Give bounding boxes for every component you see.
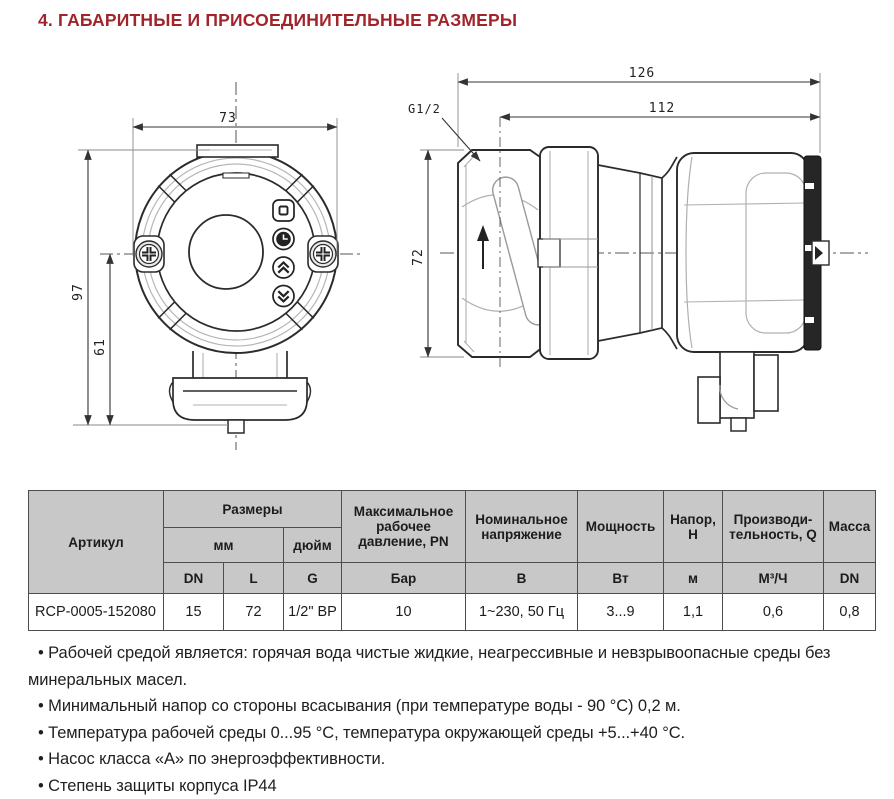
dim-label-72: 72	[411, 248, 426, 266]
cell-voltage: 1~230, 50 Гц	[466, 594, 578, 631]
col-header-head: Напор, Н	[664, 491, 723, 563]
dim-72: 72	[411, 150, 464, 357]
note-temperature: Температура рабочей среды 0...95 °C, тем…	[28, 720, 878, 747]
cell-power: 3...9	[578, 594, 664, 631]
dim-112: 112	[500, 101, 820, 117]
cell-l: 72	[224, 594, 284, 631]
rear-connector	[812, 241, 829, 265]
col-header-max-pressure: Максимальное рабочее давление, PN	[342, 491, 466, 563]
left-screw-icon	[134, 236, 164, 272]
table-row: RCP-0005-152080 15 72 1/2" ВР 10 1~230, …	[29, 594, 876, 631]
col-header-mm: мм	[164, 528, 284, 563]
col-header-sizes: Размеры	[164, 491, 342, 528]
right-screw-icon	[308, 236, 338, 272]
cell-head: 1,1	[664, 594, 723, 631]
terminal-box	[698, 352, 778, 431]
dim-label-112: 112	[649, 101, 675, 116]
col-header-mass: Масса	[824, 491, 876, 563]
motor-body	[677, 153, 808, 352]
unit-mass-dn: DN	[824, 563, 876, 594]
dim-label-73: 73	[219, 111, 237, 126]
pump-side-view-drawing: 126 112 G1/2 72	[400, 55, 894, 450]
dim-61: 61	[93, 254, 110, 425]
col-header-voltage: Номинальное напряжение	[466, 491, 578, 563]
dim-label-61: 61	[93, 338, 108, 356]
col-header-artikul: Артикул	[29, 491, 164, 594]
unit-dn: DN	[164, 563, 224, 594]
cell-artikul: RCP-0005-152080	[29, 594, 164, 631]
section-title: 4. ГАБАРИТНЫЕ И ПРИСОЕДИНИТЕЛЬНЫЕ РАЗМЕР…	[38, 10, 517, 31]
unit-m: м	[664, 563, 723, 594]
unit-w: Вт	[578, 563, 664, 594]
col-header-flow: Производи-тельность, Q	[723, 491, 824, 563]
dim-label-126: 126	[629, 66, 655, 81]
notes-list: Рабочей средой является: горячая вода чи…	[28, 640, 878, 799]
col-header-inch: дюйм	[284, 528, 342, 563]
cell-dn: 15	[164, 594, 224, 631]
note-energy-class: Насос класса «А» по энергоэффективности.	[28, 746, 878, 773]
note-min-head: Минимальный напор со стороны всасывания …	[28, 693, 878, 720]
unit-bar: Бар	[342, 563, 466, 594]
unit-l: L	[224, 563, 284, 594]
pump-display-window	[189, 215, 263, 289]
rear-cap	[804, 156, 829, 350]
thread-label: G1/2	[408, 102, 441, 116]
cell-bar: 10	[342, 594, 466, 631]
col-header-power: Мощность	[578, 491, 664, 563]
note-ip-rating: Степень защиты корпуса IP44	[28, 773, 878, 799]
unit-v: В	[466, 563, 578, 594]
cell-mass: 0,8	[824, 594, 876, 631]
unit-g: G	[284, 563, 342, 594]
note-working-medium: Рабочей средой является: горячая вода чи…	[28, 640, 878, 693]
dim-126: 126	[458, 66, 820, 153]
cell-g: 1/2" ВР	[284, 594, 342, 631]
clamp-ring	[538, 147, 598, 359]
cell-flow: 0,6	[723, 594, 824, 631]
unit-m3h: М³/Ч	[723, 563, 824, 594]
dim-label-97: 97	[71, 283, 86, 301]
bottom-connection	[170, 351, 311, 433]
pump-front-view-drawing: 73 97 61	[60, 60, 395, 455]
spec-table: Артикул Размеры Максимальное рабочее дав…	[28, 490, 876, 631]
